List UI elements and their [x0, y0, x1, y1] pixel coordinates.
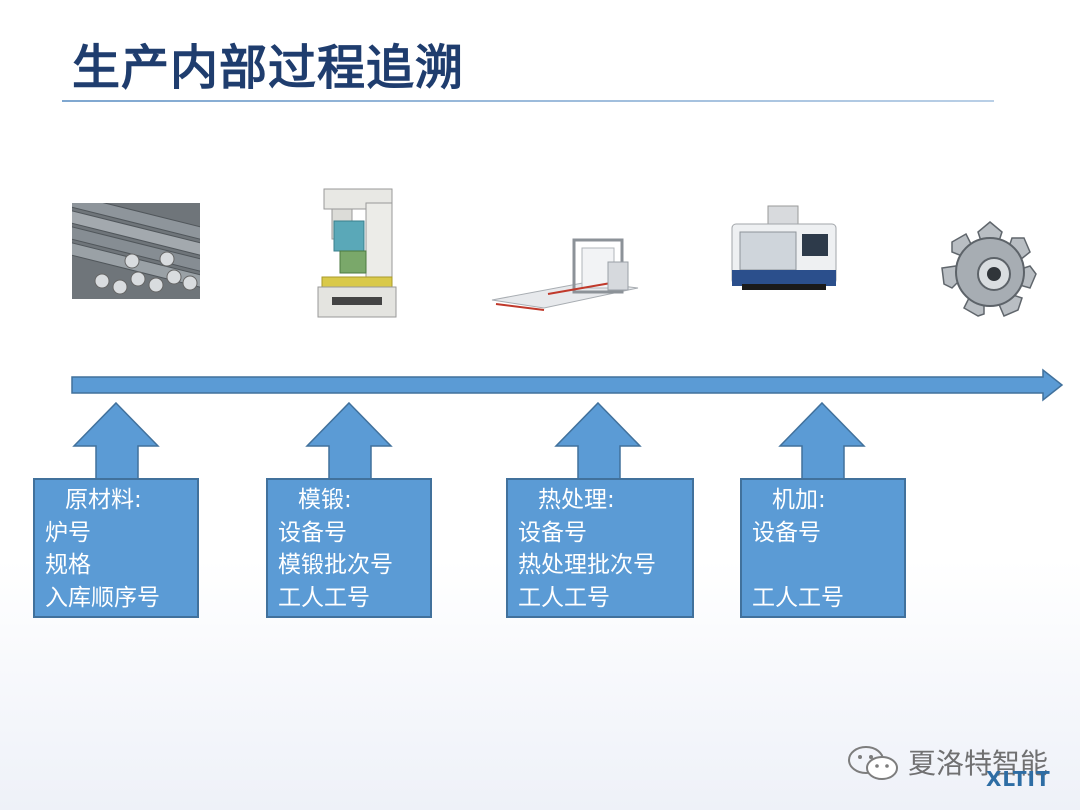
watermark-text: 夏洛特智能	[908, 747, 1049, 780]
company-logo-text: XLTIT	[986, 767, 1051, 791]
stage-field: 设备号	[278, 519, 347, 546]
stage-up-arrow	[554, 401, 642, 481]
stage-up-arrow	[72, 401, 160, 481]
stage-box-raw-material: 原材料: 炉号 规格 入库顺序号	[33, 478, 199, 618]
stage-heading: 模锻:	[298, 487, 352, 513]
stage-box-machining: 机加: 设备号 工人工号	[740, 478, 906, 618]
page-title: 生产内部过程追溯	[72, 40, 465, 96]
stage-heading: 原材料:	[65, 487, 142, 513]
heat-treatment-furnace-image	[491, 238, 639, 311]
timeline-arrow	[71, 368, 1064, 402]
wechat-icon	[848, 746, 898, 780]
stage-field: 规格	[45, 552, 91, 578]
stage-field: 入库顺序号	[45, 584, 160, 611]
stage-box-heat-treatment: 热处理: 设备号 热处理批次号 工人工号	[506, 478, 694, 618]
finished-gear-image	[941, 221, 1037, 317]
steel-bars-image	[72, 203, 200, 299]
stage-field	[752, 549, 904, 582]
title-divider	[62, 100, 994, 102]
stage-heading: 机加:	[772, 487, 826, 513]
stage-up-arrow	[778, 401, 866, 481]
stage-field: 模锻批次号	[278, 552, 393, 578]
stage-field: 工人工号	[752, 584, 844, 611]
stage-up-arrow	[305, 401, 393, 481]
cnc-machining-center-image	[731, 205, 837, 290]
stage-field: 工人工号	[278, 584, 370, 611]
stage-field: 热处理批次号	[518, 552, 656, 578]
stage-field: 设备号	[518, 519, 587, 546]
stage-field: 炉号	[45, 519, 91, 546]
stage-box-forging: 模锻: 设备号 模锻批次号 工人工号	[266, 478, 432, 618]
stage-field: 设备号	[752, 519, 821, 546]
stage-heading: 热处理:	[538, 487, 615, 513]
forging-press-image	[317, 188, 397, 318]
stage-field: 工人工号	[518, 584, 610, 611]
